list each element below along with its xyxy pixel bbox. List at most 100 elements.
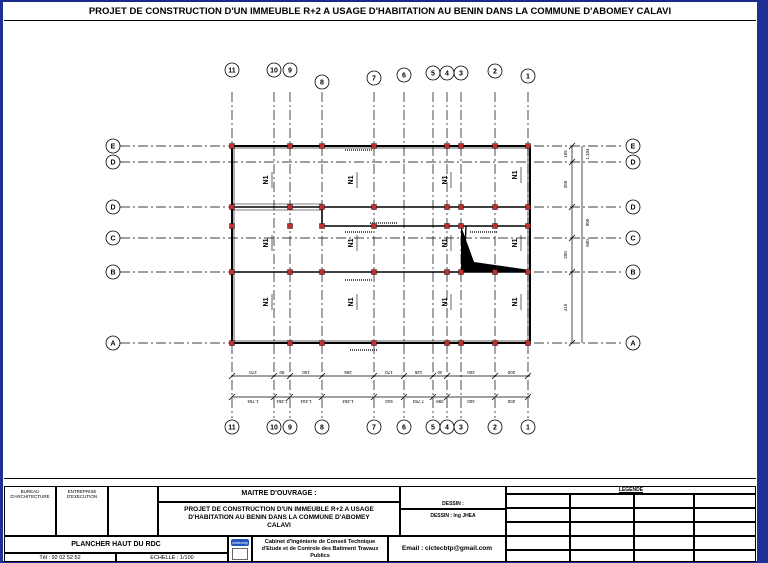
right-axis-bubble-circle (625, 230, 641, 246)
entreprise-cell: ENTREPRISE D'EXECUTION (56, 486, 108, 536)
dimension-tick (228, 372, 236, 380)
left-axis-bubble-circle (105, 154, 121, 170)
bottom-axis-bubble-circle (453, 419, 469, 435)
dimension-value-1: 270 (249, 370, 257, 375)
legend-grid-cell (694, 522, 756, 536)
right-axis-bubble-circle (625, 154, 641, 170)
bottom-axis-bubble-label: 1 (526, 424, 530, 431)
top-axis-bubble-circle (487, 63, 503, 79)
left-axis-bubble-circle (105, 230, 121, 246)
top-axis-bubble-label: 1 (526, 73, 530, 80)
bottom-axis-bubble-circle (224, 419, 240, 435)
column-post (229, 143, 235, 149)
column-post (525, 269, 531, 275)
bottom-axis-bubble-circle (487, 419, 503, 435)
left-axis-bubble-label: E (111, 143, 116, 150)
stair-shape (461, 226, 530, 272)
dimension-value-1: 125 (414, 370, 422, 375)
dimension-value-right: 200 (563, 251, 568, 259)
email-cell: Email : cictecbtp@gmail.com (388, 536, 506, 562)
right-border-band (757, 0, 768, 563)
column-post (444, 143, 450, 149)
bottom-axis-bubble-label: 8 (320, 424, 324, 431)
column-post (287, 143, 293, 149)
legend-grid-cell (634, 550, 694, 562)
slab-label-n1: N1 (442, 238, 449, 247)
echelle-label: ECHELLE : 1/100 (150, 555, 194, 561)
dimension-tick (286, 393, 294, 401)
legend-grid-cell (506, 494, 570, 508)
dimension-tick (568, 339, 576, 347)
dimension-value-2: 7.783 (412, 399, 424, 404)
dessin-value-cell: DESSIN : Ing JHEA (400, 509, 506, 536)
top-axis-bubble-circle (453, 65, 469, 81)
left-axis-bubble-circle (105, 199, 121, 215)
dimension-tick (568, 158, 576, 166)
slab-label-n1: N1 (348, 175, 355, 184)
column-post (458, 143, 464, 149)
legend-grid-cell (634, 536, 694, 550)
blank-cell (108, 486, 158, 536)
drawing-title: PROJET DE CONSTRUCTION D'UN IMMEUBLE R+2… (4, 4, 756, 21)
dimension-tick (270, 372, 278, 380)
dimension-value-2: 910 (385, 399, 393, 404)
bottom-axis-bubble-label: 3 (459, 424, 463, 431)
bureau-cell: BUREAU D'ARCHITECTURE (4, 486, 56, 536)
bottom-axis-bubble-label: 7 (372, 424, 376, 431)
slab-label-n1: N1 (442, 297, 449, 306)
dimension-value-right: 165 (563, 150, 568, 158)
top-axis-bubble-label: 10 (270, 67, 278, 74)
bottom-axis-bubble-label: 6 (402, 424, 406, 431)
bottom-axis-bubble-circle (282, 419, 298, 435)
projet-text: PROJET DE CONSTRUCTION D'UN IMMEUBLE R+2… (184, 506, 374, 529)
column-post (492, 204, 498, 210)
bottom-axis-bubble-circle (266, 419, 282, 435)
column-post (371, 143, 377, 149)
cabinet-text: Cabinet d'Ingénierie de Conseil Techniqu… (261, 539, 379, 559)
bottom-axis-bubble-label: 2 (493, 424, 497, 431)
column-post (287, 204, 293, 210)
slab-label-n1: N1 (263, 175, 270, 184)
slab-label-n1: N1 (512, 170, 519, 179)
top-axis-bubble-circle (282, 62, 298, 78)
column-post (371, 269, 377, 275)
dimension-value-1: 100 (302, 370, 310, 375)
column-post (287, 340, 293, 346)
dimension-tick (568, 234, 576, 242)
dimension-value-2: 1.354 (276, 399, 288, 404)
slab-label-n1: N1 (512, 297, 519, 306)
maitre-label: MAITRE D'OUVRAGE : (241, 490, 317, 497)
left-axis-bubble-label: D (110, 159, 115, 166)
column-post (458, 340, 464, 346)
dimension-value-right: 350 (563, 180, 568, 188)
echelle-cell: ECHELLE : 1/100 (116, 553, 228, 562)
left-axis-bubble-circle (105, 264, 121, 280)
column-post (525, 143, 531, 149)
dimension-tick (286, 372, 294, 380)
dimension-tick (370, 393, 378, 401)
bureau-label: BUREAU D'ARCHITECTURE (10, 489, 50, 499)
building-logo-icon (232, 548, 248, 560)
dessin-cell: DESSIN : (400, 486, 506, 509)
logo-text: cictecbtp (232, 540, 248, 545)
dimension-tick (524, 393, 532, 401)
top-axis-bubble-label: 11 (228, 67, 236, 74)
legende-cell: LEGENDE (506, 486, 756, 494)
legend-grid-cell (570, 536, 634, 550)
dimension-tick (568, 142, 576, 150)
right-axis-bubble-circle (625, 335, 641, 351)
top-axis-bubble-label: 2 (493, 68, 497, 75)
maitre-cell: MAITRE D'OUVRAGE : (158, 486, 400, 502)
dimension-tick (318, 393, 326, 401)
bottom-axis-bubble-circle (396, 419, 412, 435)
column-post (444, 269, 450, 275)
legend-grid-cell (506, 550, 570, 562)
dimension-value-right: 1.104 (585, 148, 590, 160)
legend-grid-cell (634, 522, 694, 536)
dimension-value-2: 1.254 (342, 399, 354, 404)
column-post (371, 340, 377, 346)
dimension-value-2: 1.754 (247, 399, 259, 404)
bottom-axis-bubble-label: 10 (270, 424, 278, 431)
